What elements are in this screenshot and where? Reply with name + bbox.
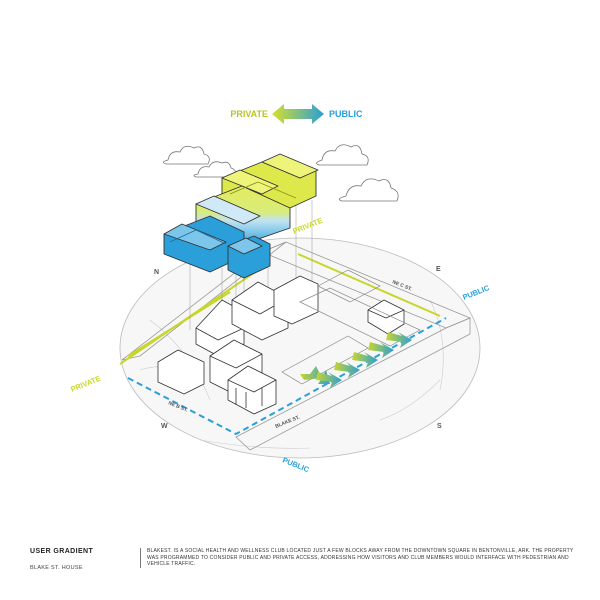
site-buildings — [157, 275, 405, 415]
compass-west: W — [161, 423, 168, 430]
caption-subtitle: BLAKE ST. HOUSE — [30, 565, 83, 571]
compass-east: E — [436, 266, 441, 273]
public-boundary — [127, 317, 447, 436]
caption: USER GRADIENT BLAKE ST. HOUSE — [30, 548, 130, 571]
label-private-upper: PRIVATE — [291, 216, 323, 236]
gradient-private-label: PRIVATE — [230, 109, 268, 119]
user-gradient-diagram: PRIVATE PUBLIC — [69, 104, 491, 475]
caption-title: USER GRADIENT — [30, 548, 94, 555]
street-ne-b — [121, 241, 287, 361]
project-description: BLAKEST. IS A SOCIAL HEALTH AND WELLNESS… — [140, 548, 577, 568]
site-features — [281, 269, 421, 385]
cloud-icon — [338, 178, 399, 202]
access-arrows — [300, 332, 412, 388]
gradient-public-label: PUBLIC — [329, 109, 363, 119]
street-blake — [235, 317, 471, 451]
compass-south: S — [437, 423, 442, 430]
label-private-left: PRIVATE — [69, 374, 101, 394]
label-public-right: PUBLIC — [461, 283, 491, 302]
cloud-icon — [316, 144, 369, 166]
floating-massing-model — [163, 153, 319, 279]
site-ground — [119, 237, 481, 459]
compass-north: N — [154, 269, 159, 276]
cloud-icon — [193, 161, 236, 178]
private-boundary — [119, 253, 441, 365]
cloud-icon — [163, 145, 210, 165]
gradient-arrow — [272, 104, 324, 124]
